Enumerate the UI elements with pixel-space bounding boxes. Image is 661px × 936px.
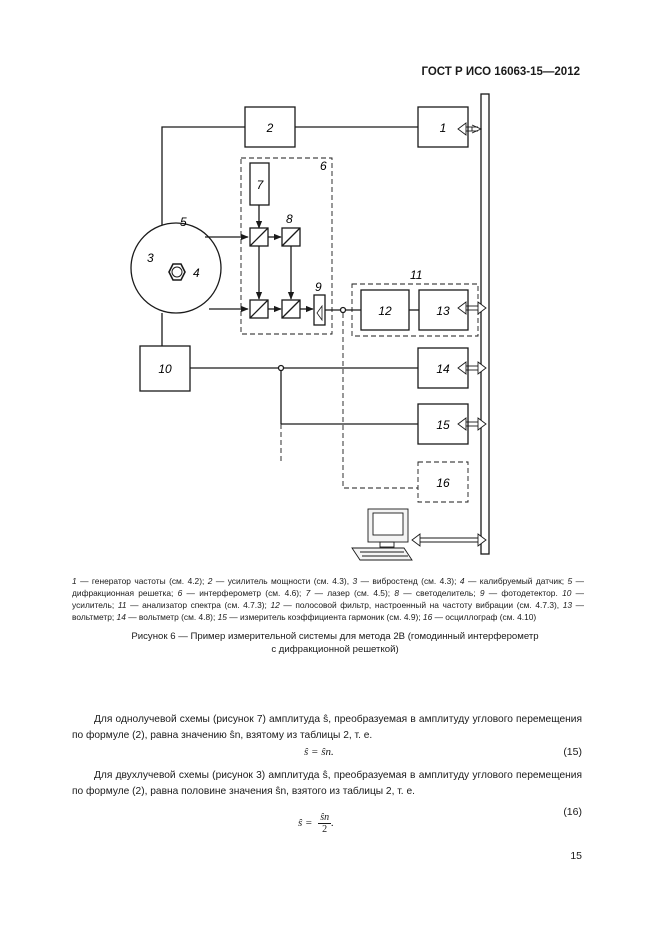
legend-item: 12 — полосовой фильтр, настроенный на ча… bbox=[270, 600, 563, 610]
block-number-16: 16 bbox=[436, 476, 450, 490]
equation-16-numerator: ŝn bbox=[318, 812, 332, 824]
bus-arrows bbox=[411, 122, 487, 547]
legend-item: 13 — вольтметр; bbox=[72, 600, 585, 622]
equation-15: ŝ = ŝn. bbox=[304, 746, 334, 758]
label-11: 11 bbox=[410, 268, 422, 282]
legend-item: 8 — светоделитель; bbox=[394, 588, 480, 598]
legend-item: 11 — анализатор спектра (см. 4.7.3); bbox=[117, 600, 271, 610]
legend-item: 9 — фотодетектор. bbox=[479, 588, 563, 598]
vibration-exciter-circle bbox=[130, 222, 222, 314]
figure-caption: Рисунок 6 — Пример измерительной системы… bbox=[90, 630, 580, 656]
paragraph-double-beam: Для двухлучевой схемы (рисунок 3) амплит… bbox=[72, 770, 582, 797]
block-number-1: 1 bbox=[440, 121, 447, 135]
system-bus bbox=[480, 93, 490, 555]
equation-16-tail: . bbox=[331, 817, 334, 830]
label-6: 6 bbox=[320, 159, 327, 173]
label-9: 9 bbox=[315, 280, 322, 294]
equation-16: ŝ = ŝn 2 . bbox=[298, 812, 334, 835]
block-number-2: 2 bbox=[266, 121, 274, 135]
page-number: 15 bbox=[570, 850, 582, 862]
legend-item: 16 — осциллограф (см. 4.10) bbox=[422, 612, 537, 622]
block-16-oscilloscope bbox=[417, 461, 469, 503]
label-8: 8 bbox=[286, 212, 293, 226]
legend-item: 6 — интерферометр (см. 4.6); bbox=[177, 588, 306, 598]
legend-item: 1 — генератор частоты (см. 4.2); bbox=[72, 576, 208, 586]
transducer-hexagon bbox=[168, 263, 186, 281]
block-number-14: 14 bbox=[436, 362, 450, 376]
block-15-distortion-meter bbox=[417, 403, 469, 445]
block-number-12: 12 bbox=[378, 304, 392, 318]
block-number-13: 13 bbox=[436, 304, 450, 318]
caption-line-1: Рисунок 6 — Пример измерительной системы… bbox=[131, 631, 539, 642]
legend-item: 4 — калибруемый датчик; bbox=[459, 576, 568, 586]
legend-item: 15 — измеритель коэффициента гармоник (с… bbox=[217, 612, 423, 622]
legend-item: 7 — лазер (см. 4.5); bbox=[305, 588, 395, 598]
equation-16-lhs: ŝ = bbox=[298, 817, 313, 830]
block-14-voltmeter bbox=[417, 347, 469, 389]
legend-item: 2 — усилитель мощности (см. 4.3), bbox=[207, 576, 353, 586]
equation-15-number: (15) bbox=[563, 746, 582, 758]
equation-16-fraction: ŝn 2 bbox=[318, 812, 332, 835]
figure-legend: 1 — генератор частоты (см. 4.2); 2 — уси… bbox=[72, 575, 584, 623]
measurement-system-diagram: 1 2 7 10 12 13 14 15 16 3 4 5 6 8 9 11 bbox=[130, 93, 490, 561]
computer-icon bbox=[351, 508, 413, 561]
interferometer-group-6 bbox=[240, 157, 333, 335]
caption-line-2: с дифракционной решеткой) bbox=[271, 644, 399, 655]
block-number-15: 15 bbox=[436, 418, 450, 432]
label-5: 5 bbox=[180, 215, 187, 229]
legend-item: 5 — дифракционная решетка; bbox=[72, 576, 585, 598]
label-3: 3 bbox=[147, 251, 154, 265]
beam-splitters bbox=[249, 227, 301, 319]
label-4: 4 bbox=[193, 266, 200, 280]
legend-item: 3 — вибростенд (см. 4.3); bbox=[352, 576, 460, 586]
block-numbers: 1 2 7 10 12 13 14 15 16 3 4 5 6 8 9 11 bbox=[147, 121, 450, 490]
legend-item: 14 — вольтметр (см. 4.8); bbox=[116, 612, 218, 622]
equation-16-denominator: 2 bbox=[322, 824, 328, 835]
legend-item: 10 — усилитель; bbox=[72, 588, 585, 610]
block-number-10: 10 bbox=[158, 362, 172, 376]
standard-header: ГОСТ Р ИСО 16063-15—2012 bbox=[421, 66, 580, 78]
block-number-7: 7 bbox=[257, 178, 265, 192]
equation-16-number: (16) bbox=[563, 806, 582, 818]
paragraph-single-beam: Для однолучевой схемы (рисунок 7) амплит… bbox=[72, 714, 582, 741]
